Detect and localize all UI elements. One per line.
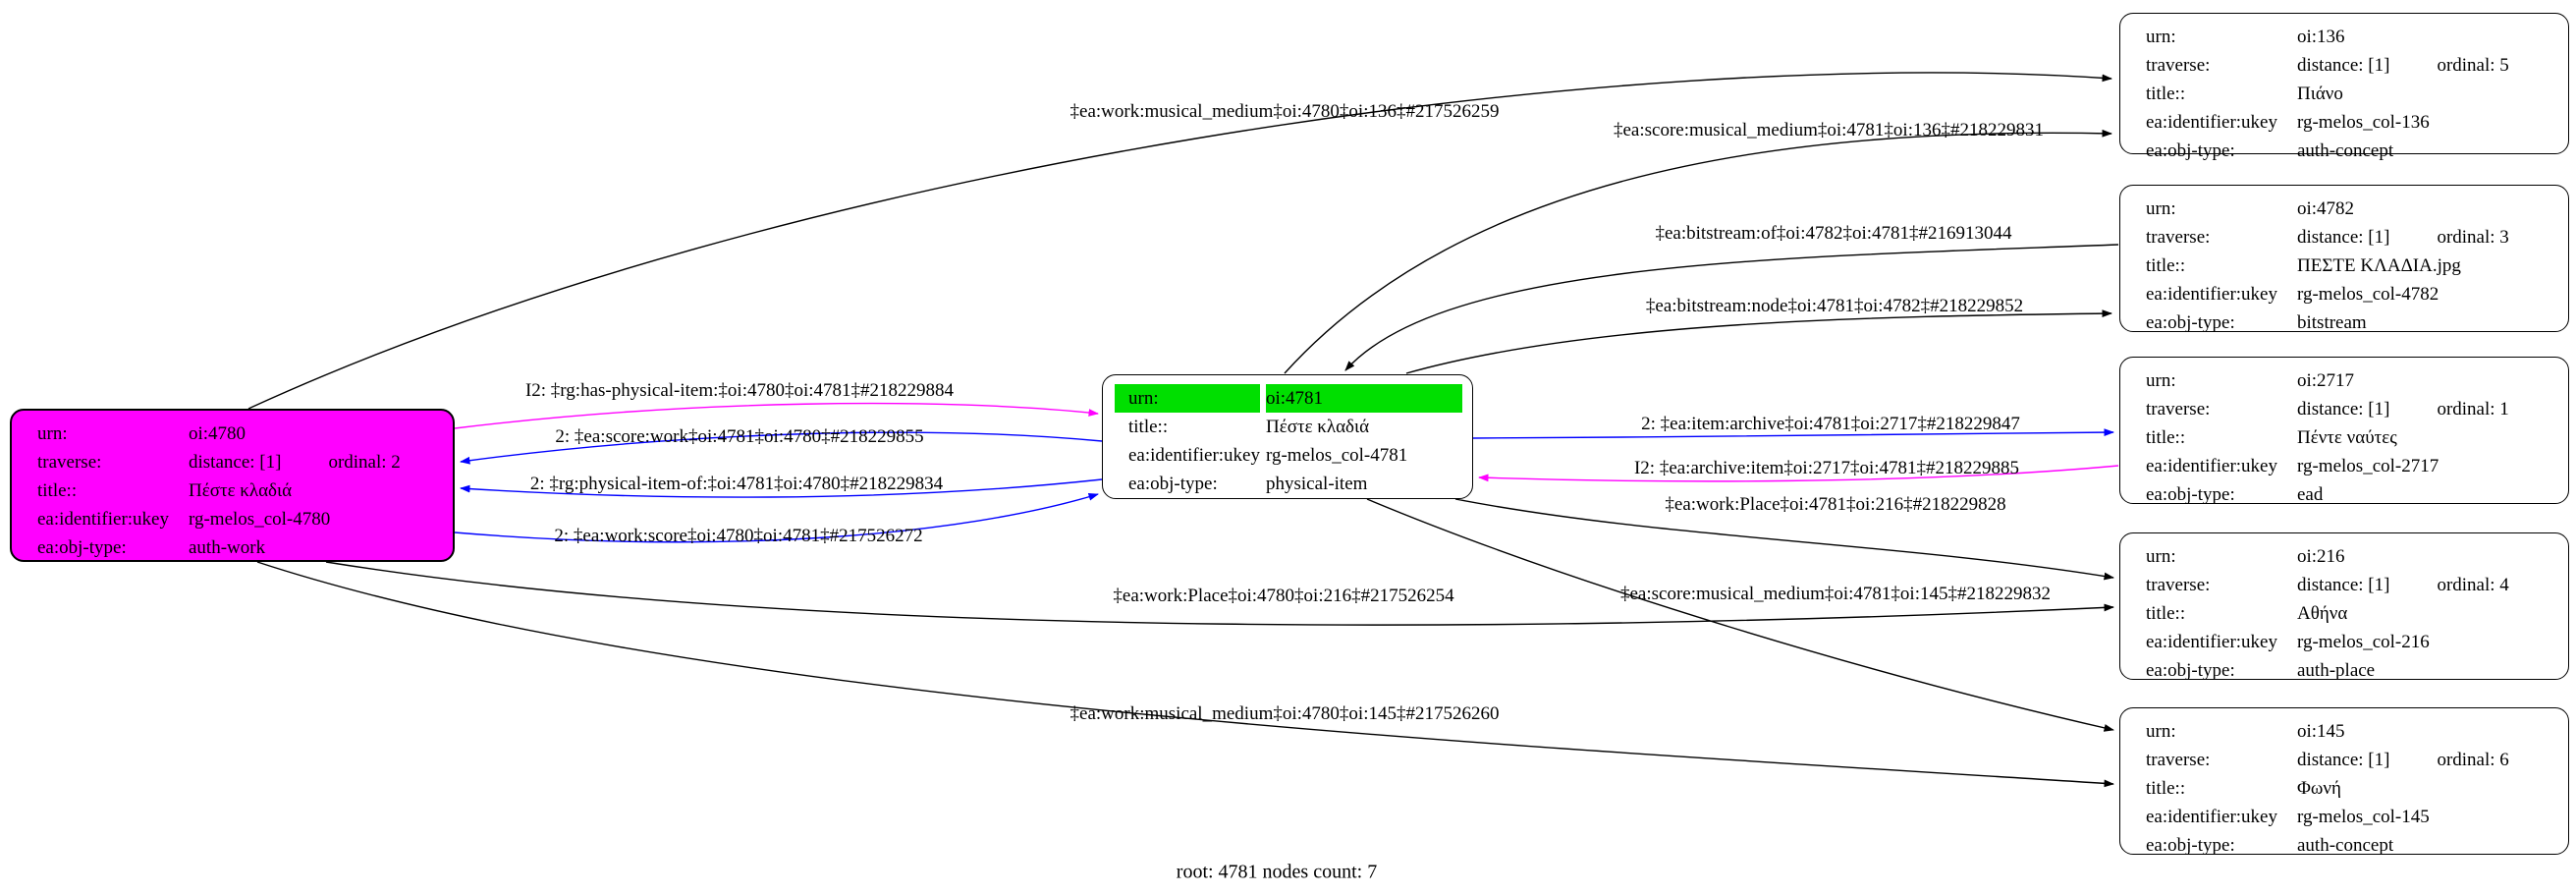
- edge-label-work-place-4780: ‡ea:work:Place‡oi:4780‡oi:216‡#217526254: [1113, 586, 1454, 606]
- edge-archive-item-2717-4781: [1478, 465, 2119, 482]
- graph-caption: root: 4781 nodes count: 7: [1176, 861, 1378, 883]
- edge-label-score-musical-medium-136: ‡ea:score:musical_medium‡oi:4781‡oi:136‡…: [1614, 120, 2044, 140]
- node-row: title::Αθήνα: [2146, 603, 2348, 624]
- node-row: ea:obj-type:ead: [2146, 484, 2324, 505]
- edge-label-work-place-4781: ‡ea:work:Place‡oi:4781‡oi:216‡#218229828: [1665, 494, 2006, 515]
- edge-label-bitstream-of: ‡ea:bitstream:of‡oi:4782‡oi:4781‡#216913…: [1655, 223, 2012, 244]
- edge-label-score-musical-medium-145: ‡ea:score:musical_medium‡oi:4781‡oi:145‡…: [1620, 584, 2051, 604]
- node-row: ea:obj-type:bitstream: [2146, 312, 2367, 333]
- edge-label-physical-item-of: 2: ‡rg:physical-item-of:‡oi:4781‡oi:4780…: [529, 474, 944, 494]
- edge-item-archive-4781-2717: [1472, 428, 2114, 439]
- edge-label-work-musical-medium-145: ‡ea:work:musical_medium‡oi:4780‡oi:145‡#…: [1069, 703, 1500, 724]
- node-row: ea:obj-type:auth-concept: [2146, 140, 2394, 161]
- edge-work-place-4781-216: [1454, 498, 2114, 581]
- edge-has-physical-item-4780-4781: [454, 402, 1099, 429]
- node-row: traverse:distance: [1]ordinal: 1: [2146, 399, 2509, 420]
- node-row: traverse:distance: [1]ordinal: 6: [2146, 750, 2509, 770]
- node-row: title::Πιάνο: [2146, 84, 2343, 104]
- edge-work-musical-medium-4780-145: [256, 561, 2114, 788]
- edge-label-archive-item: I2: ‡ea:archive:item‡oi:2717‡oi:4781‡#21…: [1633, 458, 2020, 478]
- node-oi-216: urn:oi:216 traverse:distance: [1]ordinal…: [2119, 532, 2569, 681]
- node-row: ea:obj-type:physical-item: [1128, 474, 1368, 494]
- edge-score-musical-medium-4781-145: [1366, 498, 2114, 732]
- node-row: urn:oi:136: [2146, 27, 2345, 47]
- node-row: title::Πέστε κλαδιά: [37, 480, 293, 501]
- node-row: title::Πέντε ναύτες: [2146, 427, 2397, 448]
- edge-physical-item-of-4781-4780: [460, 478, 1103, 498]
- node-row: urn:oi:2717: [2146, 370, 2355, 391]
- node-row: traverse:distance: [1]ordinal: 2: [37, 452, 401, 473]
- edge-score-musical-medium-4781-136: [1284, 129, 2112, 374]
- node-row-urn-highlighted: urn:oi:4781: [1115, 384, 1462, 413]
- node-oi-4782: urn:oi:4782 traverse:distance: [1]ordina…: [2119, 185, 2569, 333]
- node-row: ea:obj-type:auth-work: [37, 537, 266, 558]
- edge-label-work-musical-medium-136: ‡ea:work:musical_medium‡oi:4780‡oi:136‡#…: [1069, 101, 1500, 122]
- edge-label-work-score: 2: ‡ea:work:score‡oi:4780‡oi:4781‡#21752…: [554, 526, 923, 546]
- edge-label-score-work: 2: ‡ea:score:work‡oi:4781‡oi:4780‡#21822…: [555, 426, 924, 447]
- edge-label-bitstream-node: ‡ea:bitstream:node‡oi:4781‡oi:4782‡#2182…: [1645, 296, 2024, 316]
- edge-work-place-4780-216: [325, 561, 2114, 626]
- node-row: title::Φωνή: [2146, 778, 2341, 799]
- edge-label-has-physical-item: I2: ‡rg:has-physical-item:‡oi:4780‡oi:47…: [524, 380, 955, 401]
- node-row: ea:obj-type:auth-place: [2146, 660, 2376, 681]
- node-oi-136: urn:oi:136 traverse:distance: [1]ordinal…: [2119, 13, 2569, 161]
- edge-work-score-4780-4781: [454, 493, 1099, 543]
- node-row: traverse:distance: [1]ordinal: 4: [2146, 575, 2509, 595]
- node-row: traverse:distance: [1]ordinal: 5: [2146, 55, 2509, 76]
- node-oi-4780-root: urn:oi:4780 traverse:distance: [1]ordina…: [10, 409, 455, 562]
- node-row: urn:oi:216: [2146, 546, 2345, 567]
- node-oi-2717: urn:oi:2717 traverse:distance: [1]ordina…: [2119, 357, 2569, 505]
- edge-bitstream-of-4782-4781: [1344, 244, 2119, 371]
- edge-score-work-4781-4780: [460, 431, 1103, 465]
- node-row: traverse:distance: [1]ordinal: 3: [2146, 227, 2509, 248]
- node-oi-4781-selected: urn:oi:4781 title::Πέστε κλαδιά ea:ident…: [1102, 374, 1473, 499]
- node-row: urn:oi:4780: [37, 423, 247, 444]
- node-row: title::Πέστε κλαδιά: [1128, 417, 1370, 437]
- edge-label-item-archive: 2: ‡ea:item:archive‡oi:4781‡oi:2717‡#218…: [1641, 414, 2020, 434]
- edge-work-musical-medium-4780-136: [247, 72, 2112, 410]
- node-row: title::ΠΕΣΤΕ ΚΛΑΔΙΑ.jpg: [2146, 255, 2461, 276]
- node-row: ea:obj-type:auth-concept: [2146, 835, 2394, 856]
- node-row: urn:oi:4782: [2146, 198, 2355, 219]
- node-oi-145: urn:oi:145 traverse:distance: [1]ordinal…: [2119, 707, 2569, 856]
- node-row: urn:oi:145: [2146, 721, 2345, 742]
- edge-bitstream-node-4781-4782: [1405, 309, 2112, 374]
